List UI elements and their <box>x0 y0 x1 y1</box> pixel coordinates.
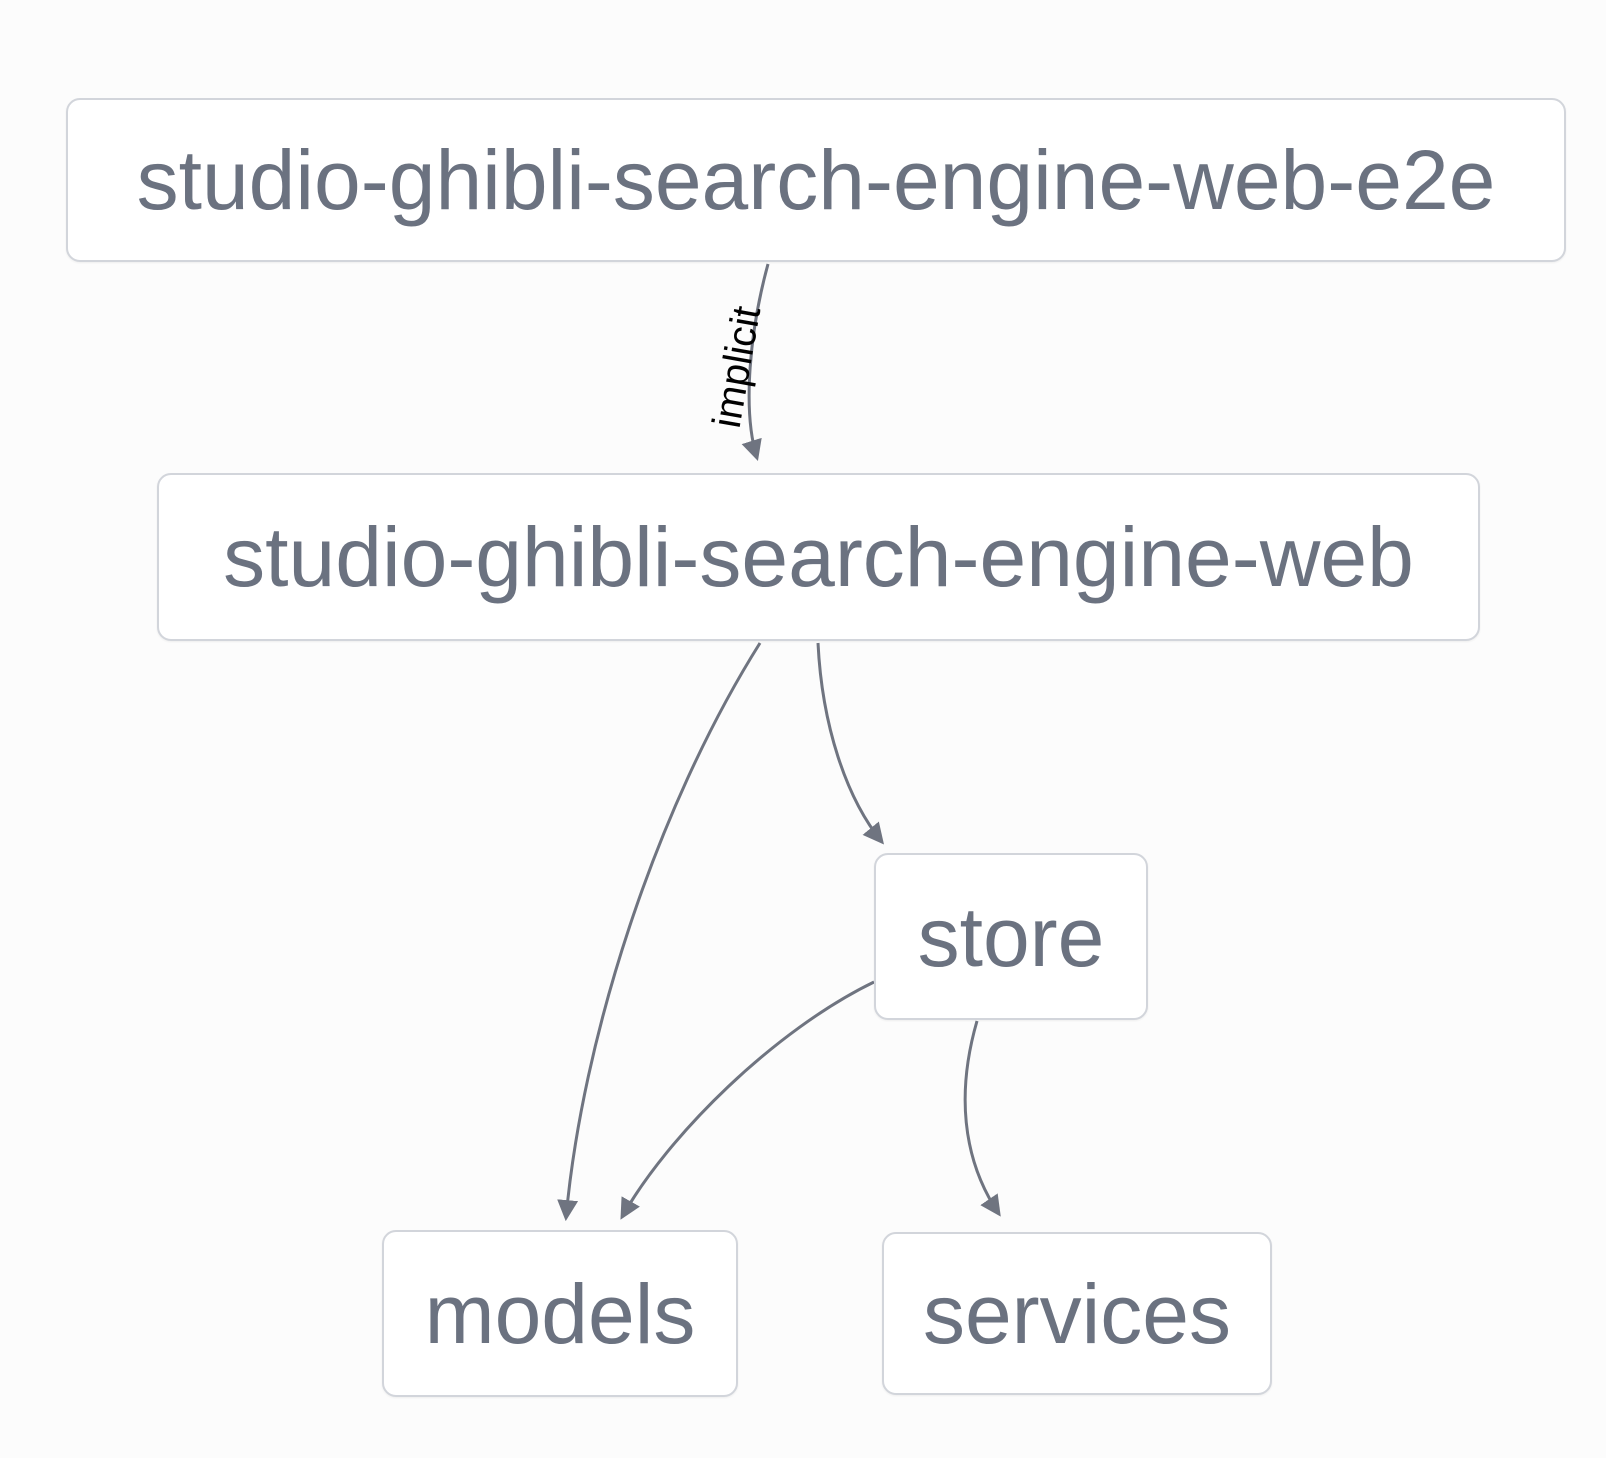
node-services[interactable]: services <box>882 1232 1272 1395</box>
node-label: models <box>424 1266 696 1361</box>
node-studio-ghibli-search-engine-web[interactable]: studio-ghibli-search-engine-web <box>157 473 1480 641</box>
edge-store-to-models <box>620 980 875 1220</box>
node-models[interactable]: models <box>382 1230 738 1397</box>
node-label: studio-ghibli-search-engine-web-e2e <box>136 133 1496 227</box>
edge-web-to-store <box>816 642 884 845</box>
node-store[interactable]: store <box>874 853 1148 1020</box>
node-label: store <box>917 889 1105 984</box>
edge-store-to-services <box>963 1020 1001 1217</box>
edge-web-to-models <box>557 642 762 1222</box>
node-studio-ghibli-search-engine-web-e2e[interactable]: studio-ghibli-search-engine-web-e2e <box>66 98 1566 262</box>
node-label: services <box>922 1266 1232 1361</box>
edge-label-implicit: implicit <box>704 302 770 432</box>
node-label: studio-ghibli-search-engine-web <box>223 510 1414 604</box>
